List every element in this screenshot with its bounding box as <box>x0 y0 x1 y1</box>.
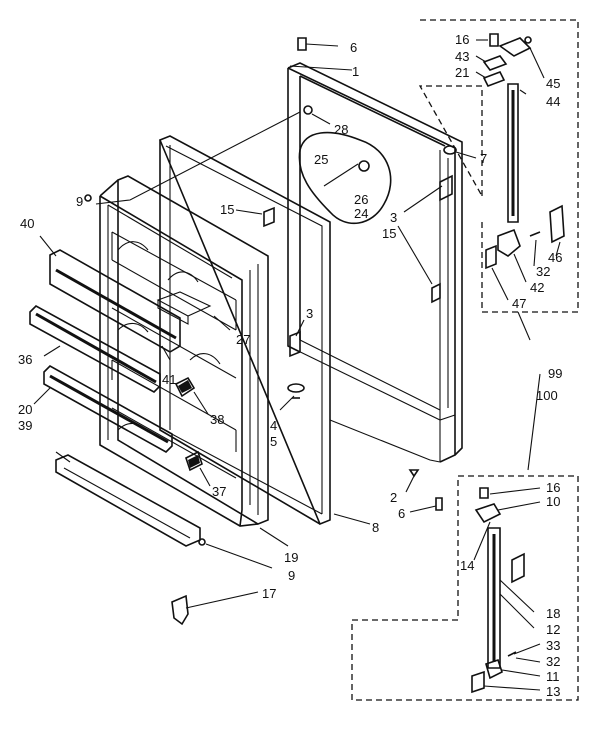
label-10: 10 <box>546 494 560 509</box>
hinge-pin-17 <box>171 594 189 626</box>
label-13: 13 <box>546 684 560 699</box>
label-99: 99 <box>548 366 562 381</box>
label-33: 33 <box>546 638 560 653</box>
label-47: 47 <box>512 296 526 311</box>
label-20: 20 <box>18 402 32 417</box>
label-40: 40 <box>20 216 34 231</box>
label-45: 45 <box>546 76 560 91</box>
bracket-15-left <box>263 206 275 228</box>
shelf-39 <box>55 454 201 547</box>
label-11: 11 <box>546 669 560 684</box>
door-shelf-40 <box>49 249 181 353</box>
upper-hinge-kit-box <box>418 19 579 313</box>
label-36: 36 <box>18 352 32 367</box>
label-39: 39 <box>18 418 32 433</box>
shelf-rail-20 <box>43 365 173 453</box>
label-24: 24 <box>354 206 368 221</box>
label-16-top: 16 <box>455 32 469 47</box>
label-3-right: 3 <box>390 210 397 225</box>
label-1: 1 <box>352 64 359 79</box>
label-16-bottom: 16 <box>546 480 560 495</box>
label-3-middle: 3 <box>306 306 313 321</box>
label-9-bottom: 9 <box>288 568 295 583</box>
label-6-top: 6 <box>350 40 357 55</box>
lower-hinge-parts <box>471 487 525 694</box>
hinge-block-3-right <box>439 174 453 202</box>
leader-lines <box>33 39 561 691</box>
label-41: 41 <box>162 372 176 387</box>
label-44: 44 <box>546 94 560 109</box>
outer-door-panel <box>287 62 463 463</box>
label-14: 14 <box>460 558 474 573</box>
label-100: 100 <box>536 388 558 403</box>
cutaway-patch <box>298 131 392 225</box>
label-12: 12 <box>546 622 560 637</box>
label-32-bottom: 32 <box>546 654 560 669</box>
label-21: 21 <box>455 65 469 80</box>
screw-6-top <box>297 37 307 51</box>
plug-28 <box>303 105 313 115</box>
screw-6-bottom <box>435 497 443 511</box>
label-17: 17 <box>262 586 276 601</box>
label-2: 2 <box>390 490 397 505</box>
shelf-stud-38 <box>174 376 196 398</box>
washer-4-5 <box>287 383 305 399</box>
plug-2 <box>408 469 420 478</box>
screw-9-left <box>84 194 92 202</box>
part-labels: 6 1 28 25 26 24 7 3 15 15 9 40 3 27 36 4… <box>18 32 562 699</box>
label-28: 28 <box>334 122 348 137</box>
label-5: 5 <box>270 434 277 449</box>
label-19: 19 <box>284 550 298 565</box>
label-27: 27 <box>236 332 250 347</box>
label-6-bottom: 6 <box>398 506 405 521</box>
label-43: 43 <box>455 49 469 64</box>
label-8: 8 <box>372 520 379 535</box>
door-gasket <box>158 135 331 526</box>
lower-hinge-kit-box <box>351 475 579 701</box>
label-25: 25 <box>314 152 328 167</box>
inner-door-liner <box>99 175 269 527</box>
upper-hinge-parts <box>482 33 565 270</box>
label-18: 18 <box>546 606 560 621</box>
label-7: 7 <box>480 151 487 166</box>
screw-9-bottom <box>198 538 206 546</box>
label-15-left: 15 <box>220 202 234 217</box>
label-15-right: 15 <box>382 226 396 241</box>
shelf-stud-37 <box>185 450 203 472</box>
shelf-rail-36 <box>29 305 161 393</box>
label-46: 46 <box>548 250 562 265</box>
label-4: 4 <box>270 418 277 433</box>
label-9-top: 9 <box>76 194 83 209</box>
label-37: 37 <box>212 484 226 499</box>
handle-part-3 <box>289 330 301 358</box>
cap-7 <box>443 145 457 155</box>
label-26: 26 <box>354 192 368 207</box>
label-38: 38 <box>210 412 224 427</box>
label-42: 42 <box>530 280 544 295</box>
bracket-15-right <box>431 282 441 304</box>
label-32-top: 32 <box>536 264 550 279</box>
